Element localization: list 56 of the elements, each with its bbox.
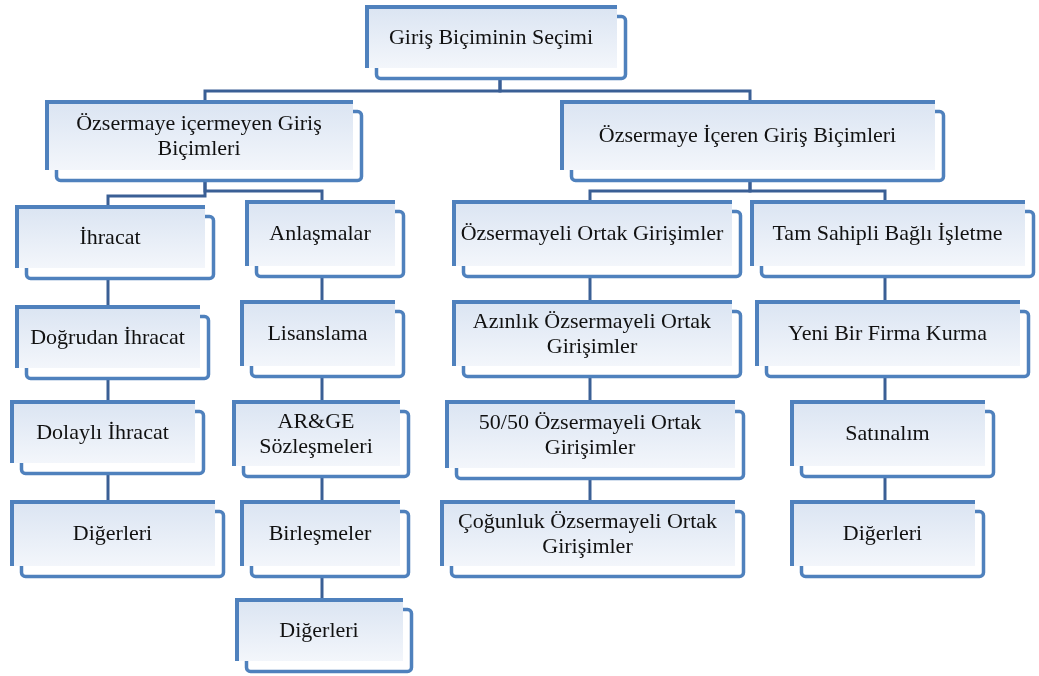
- node-label: Diğerleri: [842, 520, 923, 546]
- process-box: [452, 300, 742, 378]
- process-box: [232, 400, 410, 478]
- connector-line: [588, 378, 592, 400]
- node-label: Azınlık Özsermayeli Ortak Girişimler: [471, 307, 713, 359]
- node-label: Anlaşmalar: [269, 220, 371, 246]
- node-label: Birleşmeler: [268, 520, 372, 546]
- node-label: Doğrudan İhracat: [30, 323, 185, 350]
- process-box: [440, 500, 745, 578]
- node-label: Lisanslama: [267, 320, 368, 346]
- process-box: [45, 100, 363, 182]
- connector-line: [748, 182, 887, 200]
- connector-line: [320, 578, 324, 598]
- process-box: [10, 500, 225, 578]
- process-box: [790, 500, 985, 578]
- process-box: [750, 200, 1035, 278]
- connector-line: [106, 380, 110, 400]
- connector-line: [320, 278, 324, 300]
- process-box: [10, 400, 205, 475]
- connector-line: [320, 478, 324, 500]
- process-box: [452, 200, 742, 278]
- connector-line: [320, 378, 324, 400]
- process-box: [445, 400, 745, 480]
- process-box: [15, 305, 210, 380]
- node-label: İhracat: [79, 223, 141, 250]
- process-box: [790, 400, 995, 478]
- node-label: Dolaylı İhracat: [36, 418, 169, 445]
- connector-line: [588, 480, 592, 500]
- connector-line: [883, 378, 887, 400]
- process-box: [245, 200, 405, 278]
- node-label: Satınalım: [845, 420, 930, 446]
- node-label: Tam Sahipli Bağlı İşletme: [772, 220, 1003, 246]
- process-box: [240, 300, 405, 378]
- node-label: Giriş Biçiminin Seçimi: [388, 23, 594, 50]
- process-box: [15, 205, 215, 280]
- node-label: Yeni Bir Firma Kurma: [788, 320, 987, 346]
- node-label: Özsermaye içermeyen Giriş Biçimleri: [75, 109, 323, 161]
- process-box: [240, 500, 410, 578]
- connector-line: [588, 278, 592, 300]
- connector-line: [106, 475, 110, 500]
- node-label: Özsermayeli Ortak Girişimler: [460, 220, 724, 246]
- process-box: [560, 100, 945, 182]
- node-label: AR&GE Sözleşmeleri: [258, 407, 374, 459]
- process-box: [755, 300, 1030, 378]
- node-label: Özsermaye İçeren Giriş Biçimleri: [598, 122, 897, 148]
- node-label: Diğerleri: [279, 616, 359, 643]
- connector-line: [883, 478, 887, 500]
- connector-line: [498, 80, 752, 100]
- node-label: 50/50 Özsermayeli Ortak Girişimler: [477, 408, 703, 460]
- connector-line: [883, 278, 887, 300]
- connector-line: [203, 182, 324, 200]
- process-box: [365, 5, 627, 80]
- node-label: Çoğunluk Özsermayeli Ortak Girişimler: [456, 507, 719, 559]
- process-box: [235, 598, 413, 673]
- node-label: Diğerleri: [72, 520, 153, 546]
- connector-line: [106, 280, 110, 305]
